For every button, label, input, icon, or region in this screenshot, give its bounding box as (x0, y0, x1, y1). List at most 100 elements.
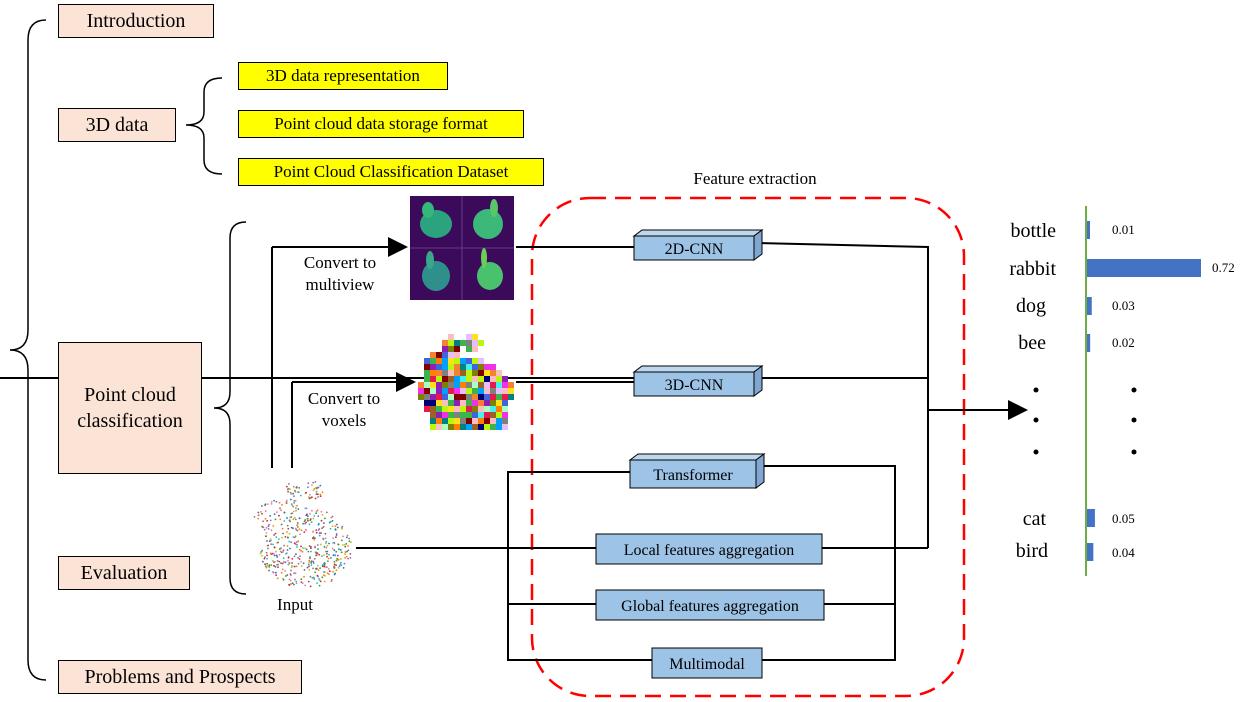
point (308, 523, 311, 526)
voxel (442, 376, 448, 382)
point (317, 515, 320, 518)
point (268, 565, 270, 568)
point (328, 573, 330, 575)
voxel (496, 394, 502, 400)
voxel (460, 340, 466, 346)
voxel (496, 412, 502, 418)
voxel (418, 388, 424, 394)
point (277, 541, 279, 544)
voxel (496, 388, 502, 394)
point (293, 485, 295, 488)
voxel (436, 370, 442, 376)
point (290, 498, 292, 501)
module-3d-cnn-box (632, 365, 764, 397)
point (315, 551, 318, 554)
point (278, 560, 281, 563)
point (257, 511, 260, 514)
point (303, 575, 305, 578)
voxel (484, 394, 490, 400)
voxel (460, 370, 466, 376)
point (273, 499, 275, 502)
point (265, 535, 267, 538)
module-2d-cnn-box (632, 229, 764, 261)
point (306, 566, 309, 569)
point (274, 518, 277, 521)
point (307, 486, 309, 489)
point-cloud-input-image (253, 481, 352, 588)
point (299, 533, 301, 536)
voxel (430, 394, 436, 400)
voxel (448, 358, 454, 364)
point (335, 559, 338, 562)
point (326, 511, 328, 514)
point (262, 560, 264, 563)
point (319, 580, 322, 583)
voxel (472, 364, 478, 370)
point (311, 577, 314, 579)
point (331, 579, 333, 581)
point (345, 555, 348, 558)
point (265, 551, 268, 554)
voxel (430, 418, 436, 424)
point (316, 544, 319, 546)
point (303, 531, 306, 533)
point (314, 537, 316, 540)
point (315, 512, 317, 515)
point (290, 512, 293, 515)
voxel (448, 340, 454, 346)
point (322, 574, 325, 577)
point (317, 548, 319, 550)
point (296, 491, 299, 493)
point (309, 556, 311, 558)
point (319, 567, 321, 569)
point (305, 521, 307, 524)
point (289, 516, 292, 519)
voxel (442, 382, 448, 388)
voxel (442, 424, 448, 430)
point (279, 507, 281, 510)
point (304, 547, 306, 549)
voxel (478, 340, 484, 346)
voxel (490, 388, 496, 394)
voxel (448, 334, 454, 340)
point (307, 482, 310, 485)
voxel (466, 358, 472, 364)
point (266, 519, 269, 522)
point (290, 541, 293, 544)
point (290, 493, 293, 495)
point (316, 486, 319, 489)
voxel (442, 340, 448, 346)
point (335, 523, 338, 526)
voxel (472, 412, 478, 418)
point (294, 500, 297, 502)
point (326, 555, 328, 558)
point (339, 561, 342, 564)
point (339, 548, 342, 551)
point (328, 521, 331, 524)
point (327, 568, 330, 570)
point (261, 512, 263, 515)
voxel (436, 400, 442, 406)
point (317, 564, 319, 567)
voxel (436, 364, 442, 370)
point (264, 556, 266, 559)
class-label: bird (1015, 540, 1048, 562)
point (326, 544, 329, 547)
voxel (442, 418, 448, 424)
voxel (496, 400, 502, 406)
point (310, 521, 313, 524)
point (316, 574, 319, 577)
point (293, 565, 296, 568)
voxel (454, 352, 460, 358)
point (308, 561, 311, 563)
voxel (478, 388, 484, 394)
point (333, 567, 336, 569)
point (320, 510, 323, 513)
voxel (478, 358, 484, 364)
point (344, 551, 347, 554)
voxel (478, 364, 484, 370)
point (328, 542, 330, 545)
point (348, 537, 351, 540)
point (322, 526, 325, 528)
voxel (472, 376, 478, 382)
